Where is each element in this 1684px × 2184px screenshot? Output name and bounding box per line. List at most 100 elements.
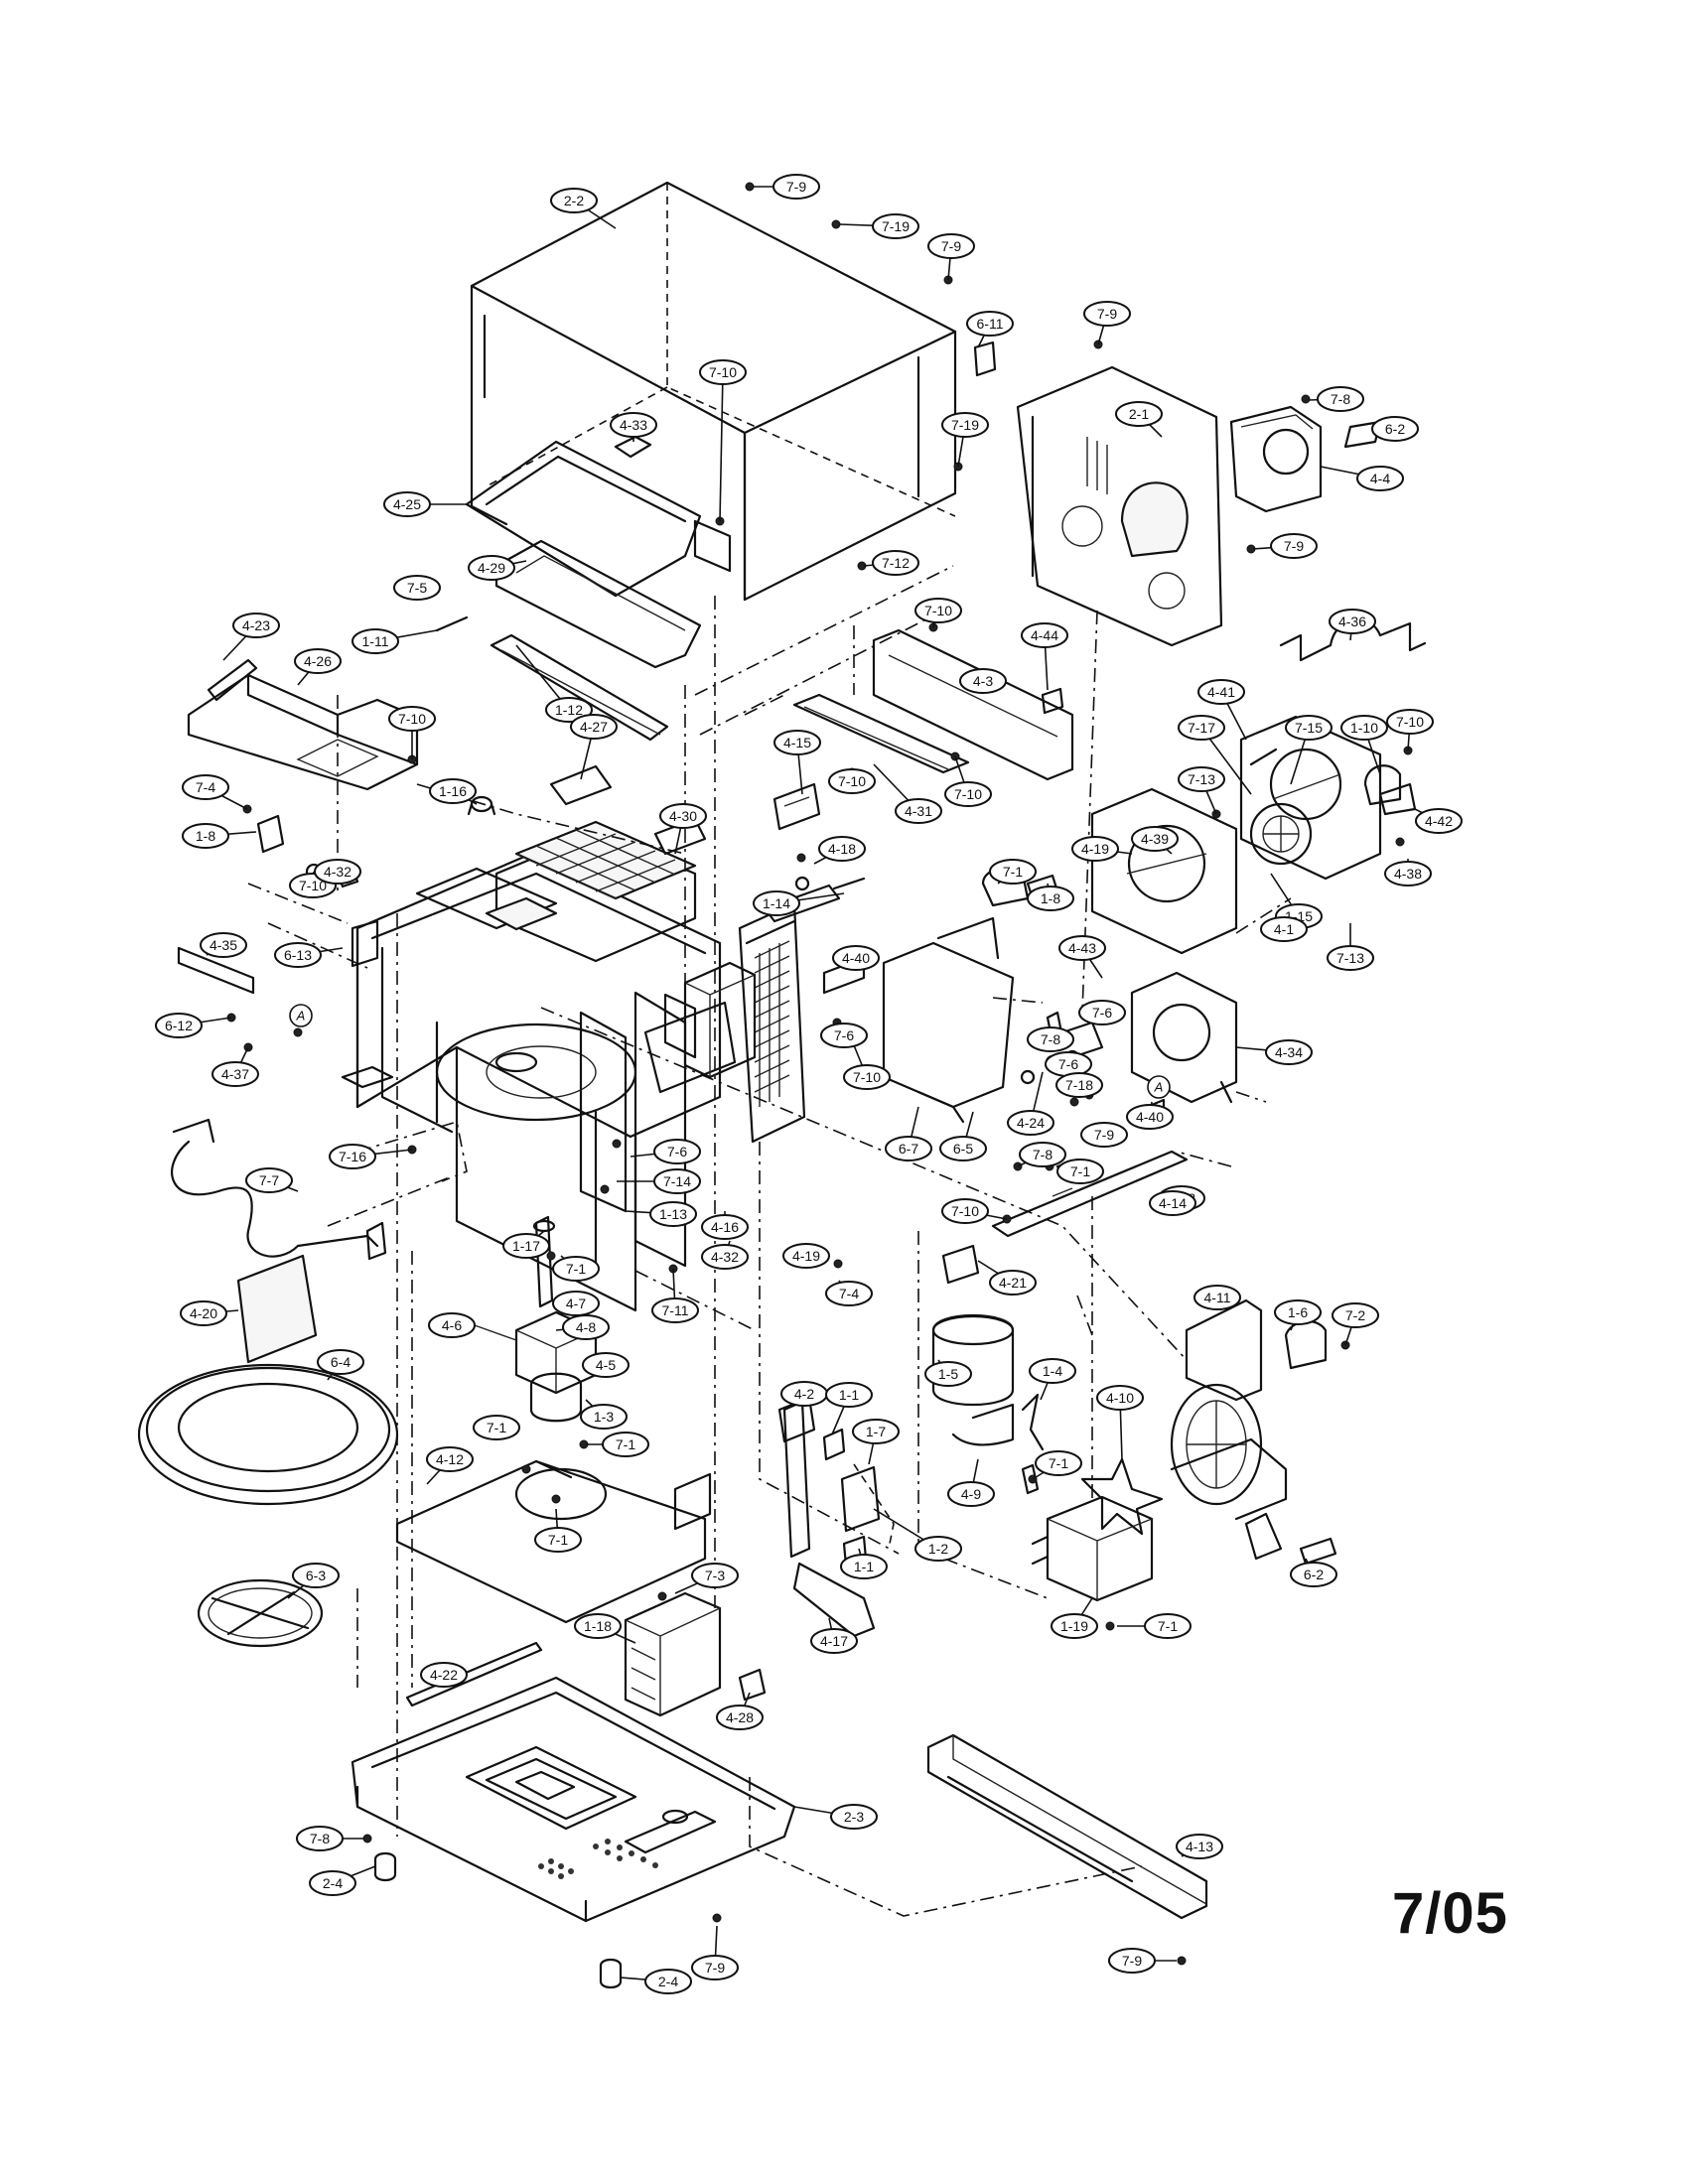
callout-bubble [1193,1285,1241,1310]
part-callout: 7-18 [1055,1072,1103,1098]
base-vents [538,1839,658,1879]
callout-bubble [947,1481,995,1507]
part-callout: 2-4 [309,1870,356,1896]
inner-shield [882,867,1059,1124]
part-callout: 4-25 [383,491,431,517]
callout-bubble [429,778,477,804]
callout-label: 7-9 [1122,1953,1142,1969]
callout-bubble [1055,1072,1103,1098]
callout-bubble [914,1536,962,1562]
part-callout: 7-8 [296,1826,344,1851]
part-4-21 [941,1244,980,1285]
callout-bubble [1126,1104,1174,1130]
feet [373,1851,623,1989]
part-callout: 7-6 [653,1139,701,1164]
power-cord [171,1118,387,1261]
callout-label: 7-10 [838,773,866,789]
callout-bubble [1329,609,1376,634]
callout-bubble [393,575,441,601]
callout-label: 1-10 [1350,720,1378,736]
part-callout: 4-12 [426,1446,474,1472]
callout-label: 7-9 [1097,306,1117,322]
part-callout: 4-26 [294,648,342,674]
callout-bubble [1270,533,1318,559]
callout-label: 4-6 [442,1317,462,1333]
callout-label: 4-18 [828,841,856,857]
callout-label: 7-17 [1188,720,1215,736]
part-callout: 4-34 [1265,1039,1313,1065]
callout-label: 6-2 [1385,421,1405,437]
callout-label: 1-16 [439,783,467,799]
front-latch-parts [177,919,394,1089]
part-callout: 1-14 [753,890,800,916]
part-callout: 2-4 [644,1969,692,1994]
part-callout: 4-8 [562,1314,610,1340]
part-callout: 1-4 [1029,1358,1076,1384]
callout-label: 7-9 [786,179,806,195]
callout-bubble [895,798,942,824]
callout-bubble [1131,826,1179,852]
callout-bubble [1115,401,1163,427]
part-callout: 7-9 [1108,1948,1156,1974]
callout-label: 7-8 [1033,1147,1052,1162]
callout-bubble [232,613,280,638]
callout-bubble [1058,935,1106,961]
callout-label: 2-4 [658,1974,678,1989]
callout-label: 7-6 [667,1144,687,1160]
callout-label: 7-3 [705,1568,725,1583]
part-callout: 4-4 [1356,466,1404,491]
callout-bubble [550,188,598,213]
callout-bubble [1332,1302,1379,1328]
part-callout: 6-4 [317,1349,364,1375]
callout-label: 4-9 [961,1486,981,1502]
callout-label: 4-41 [1207,684,1235,700]
callout-label: 4-22 [430,1667,458,1683]
part-callout: 4-23 [232,613,280,638]
part-callout: 6-7 [885,1136,932,1161]
bracket-4-15 [772,782,821,831]
screws [226,182,1413,1966]
callout-bubble [830,1804,878,1830]
part-callout: 4-32 [701,1244,749,1270]
part-callout: 4-38 [1384,861,1432,887]
part-callout: 7-9 [927,233,975,259]
part-callout: 4-9 [947,1481,995,1507]
part-callout: 4-41 [1197,679,1245,705]
callout-bubble [534,1527,582,1553]
callout-label: 4-19 [792,1248,820,1264]
callout-label: 7-13 [1188,771,1215,787]
part-callout: 1-7 [852,1419,900,1444]
callout-label: 7-9 [705,1960,725,1976]
part-callout: 4-2 [780,1381,828,1407]
callout-bubble [1178,715,1225,741]
callout-label: 7-18 [1065,1077,1093,1093]
fan-bracket-stack [1090,617,1427,1119]
callout-label: 4-40 [842,950,870,966]
callout-label: 1-8 [1041,890,1060,906]
part-callout: 4-17 [810,1628,858,1654]
part-callout: 7-1 [989,859,1037,885]
callout-label: 7-1 [1158,1618,1178,1634]
callout-bubble [959,668,1007,694]
part-callout: 7-1 [1056,1159,1104,1184]
callout-bubble [1108,1948,1156,1974]
part-callout: 4-30 [659,803,707,829]
callout-label: 7-9 [1094,1127,1114,1143]
callout-label: 7-12 [882,555,910,571]
callout-bubble [1007,1110,1054,1136]
callout-label: 7-10 [1396,714,1424,730]
part-callout: 7-8 [1027,1026,1074,1052]
callout-bubble [570,714,618,740]
callout-bubble [182,774,229,800]
callout-label: 7-5 [407,580,427,596]
callout-bubble [840,1554,888,1579]
label-6-2-lower [1299,1537,1337,1566]
part-callout: 4-21 [989,1270,1037,1296]
part-callout: 4-6 [428,1312,476,1338]
callout-bubble [832,945,880,971]
callout-bubble [317,1349,364,1375]
callout-bubble [825,1382,873,1408]
callout-label: 4-12 [436,1451,464,1467]
callout-label: 4-34 [1275,1044,1303,1060]
callout-label: 6-2 [1304,1567,1324,1582]
